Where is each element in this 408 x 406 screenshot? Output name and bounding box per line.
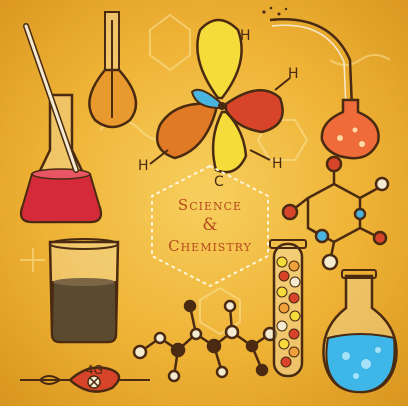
caption-hexagon-frame [151, 164, 269, 288]
retort-flask-orange [262, 6, 380, 160]
sigma-orbital-sketch [20, 366, 150, 393]
caption-science: Science [177, 195, 243, 214]
erlenmeyer-flask-red [19, 23, 103, 224]
skeletal-molecule [132, 299, 278, 383]
beaker-dark-liquid [48, 238, 120, 344]
orbital-label-4g: 4G [86, 363, 103, 377]
atom-label-h: H [138, 158, 149, 174]
atom-label-c: C [214, 174, 224, 190]
title-caption: Science & Chemistry [150, 168, 270, 284]
hexagon-molecule [281, 155, 390, 271]
atom-label-h: H [288, 66, 299, 82]
flask-blue-liquid [322, 269, 398, 394]
atom-label-h: H [240, 28, 251, 44]
orbital-molecule-diagram [149, 18, 291, 174]
round-bottom-flask-small [88, 11, 138, 129]
atom-label-h: H [272, 156, 283, 172]
test-tube-beads [269, 239, 307, 378]
caption-ampersand: & [202, 215, 218, 236]
caption-chemistry: Chemistry [168, 236, 252, 255]
